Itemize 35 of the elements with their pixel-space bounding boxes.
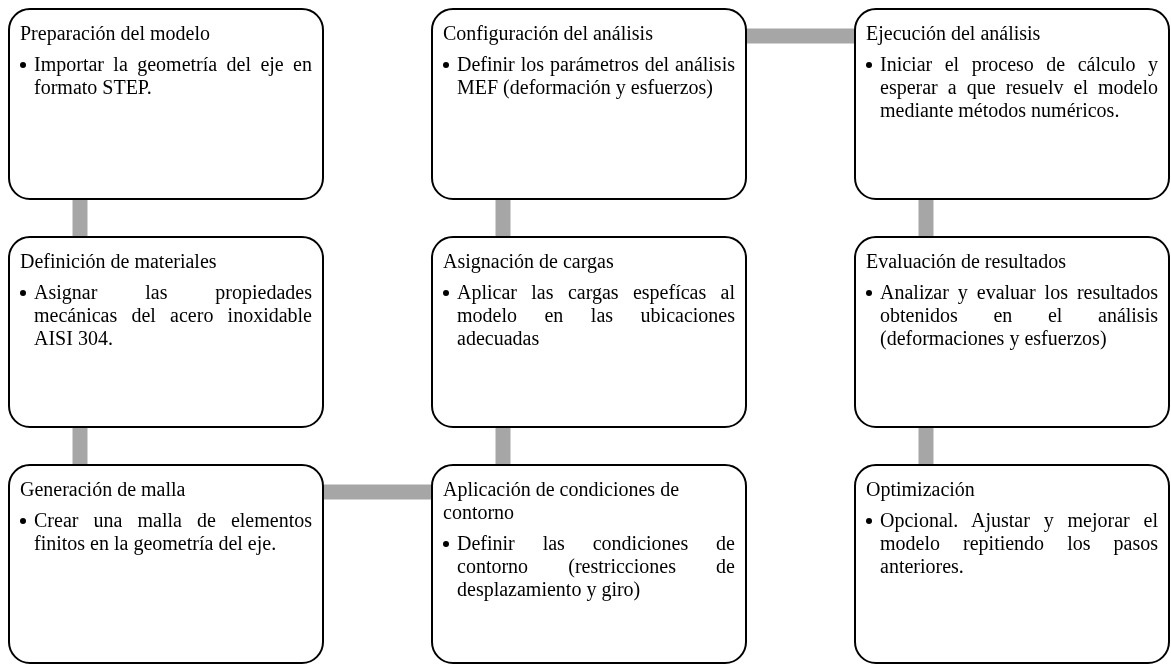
step-title: Definición de materiales [20, 250, 218, 273]
connector-bar [72, 428, 88, 464]
step-description: Definir los parámetros del análisis MEF (deformación y esfuerzos) [457, 53, 735, 99]
step-description: Definir las condiciones de contorno (restricciones de desplazamiento y giro) [457, 532, 735, 601]
step-description: Aplicar las cargas espefícas al modelo en las ubicaciones adecuadas [457, 281, 735, 350]
step-description: Importar la geometría del eje en formato STEP. [34, 53, 312, 99]
connector-bar [918, 200, 934, 236]
step-title: Asignación de cargas [443, 250, 615, 273]
step-description: Asignar las propiedades mecánicas del acero inoxidable AISI 304. [34, 281, 312, 350]
step-box [431, 464, 747, 664]
step-title: Aplicación de condiciones de contorno [443, 478, 681, 524]
step-description: Crear una malla de elementos finitos en la geometría del eje. [34, 509, 312, 555]
step-box [854, 8, 1170, 200]
step-title: Configuración del análisis [443, 22, 654, 45]
step-title: Evaluación de resultados [866, 250, 1067, 273]
step-title: Preparación del modelo [20, 22, 211, 45]
connector-bar [324, 484, 431, 500]
connector-bar [918, 428, 934, 464]
step-title: Ejecución del análisis [866, 22, 1042, 45]
step-box [8, 464, 324, 664]
step-box [431, 8, 747, 200]
step-title: Generación de malla [20, 478, 187, 501]
connector-bar [72, 200, 88, 236]
connector-bar [495, 428, 511, 464]
connector-bar [747, 28, 854, 44]
step-box [8, 8, 324, 200]
step-box [854, 236, 1170, 428]
step-box [8, 236, 324, 428]
step-description: Opcional. Ajustar y mejorar el modelo repitiendo los pasos anteriores. [880, 509, 1158, 578]
step-description: Iniciar el proceso de cálculo y esperar a que resuelv el modelo mediante métodos numéricos. [880, 53, 1158, 122]
connector-bar [495, 200, 511, 236]
step-title: Optimización [866, 478, 976, 501]
step-box [431, 236, 747, 428]
step-description: Analizar y evaluar los resultados obtenidos en el análisis (deformaciones y esfuerzos) [880, 281, 1158, 350]
step-box [854, 464, 1170, 664]
